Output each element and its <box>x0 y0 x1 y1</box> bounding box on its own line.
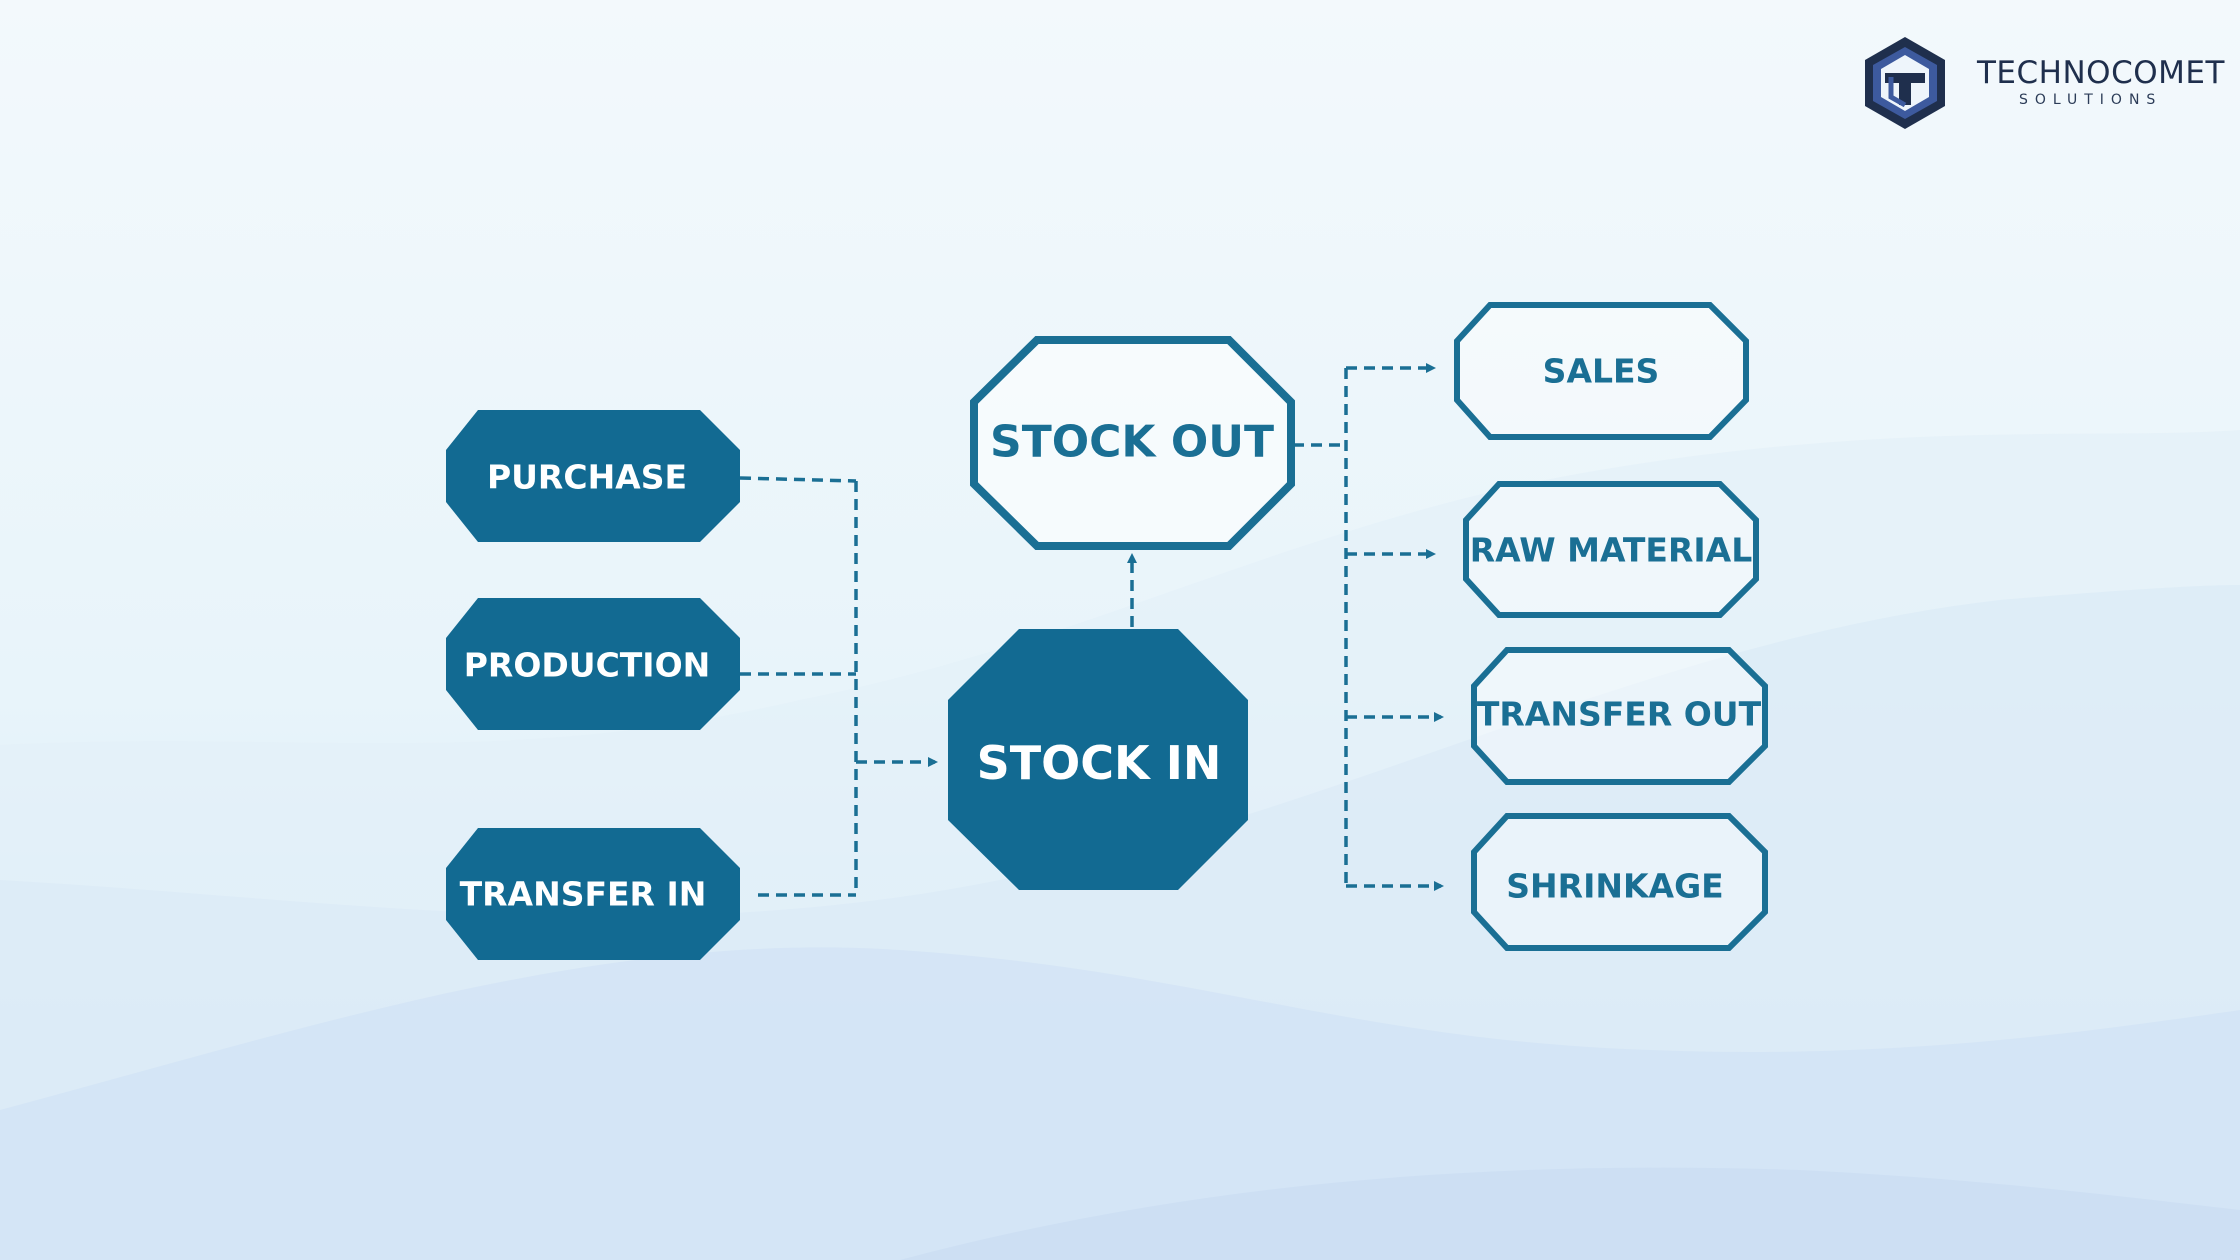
connector-purchase <box>739 476 857 483</box>
node-sales: SALES <box>1454 302 1749 440</box>
node-purchase: PURCHASE <box>446 410 740 542</box>
node-stock-out: STOCK OUT <box>970 336 1295 550</box>
technocomet-logo-icon <box>1865 37 1945 129</box>
logo-subtitle: SOLUTIONS <box>2019 92 2163 108</box>
node-transfer-in-label: TRANSFER IN <box>460 875 707 914</box>
company-logo: TECHNOCOMET SOLUTIONS <box>1855 33 2225 133</box>
node-transfer-out: TRANSFER OUT <box>1471 647 1768 785</box>
node-shrinkage-label: SHRINKAGE <box>1506 867 1723 906</box>
node-stock-in: STOCK IN <box>948 629 1248 890</box>
node-transfer-out-label: TRANSFER OUT <box>1477 695 1762 734</box>
input-connectors <box>739 476 938 897</box>
node-stock-out-label: STOCK OUT <box>990 417 1274 468</box>
node-transfer-in: TRANSFER IN <box>446 828 740 960</box>
output-connectors <box>1293 363 1444 891</box>
node-raw-material-label: RAW MATERIAL <box>1470 531 1752 570</box>
node-raw-material: RAW MATERIAL <box>1463 481 1759 618</box>
node-sales-label: SALES <box>1543 352 1660 391</box>
node-production: PRODUCTION <box>446 598 740 730</box>
logo-name: TECHNOCOMET <box>1977 55 2225 91</box>
node-purchase-label: PURCHASE <box>487 458 687 497</box>
node-shrinkage: SHRINKAGE <box>1471 813 1768 951</box>
node-stock-in-label: STOCK IN <box>977 736 1222 790</box>
node-production-label: PRODUCTION <box>464 646 711 685</box>
